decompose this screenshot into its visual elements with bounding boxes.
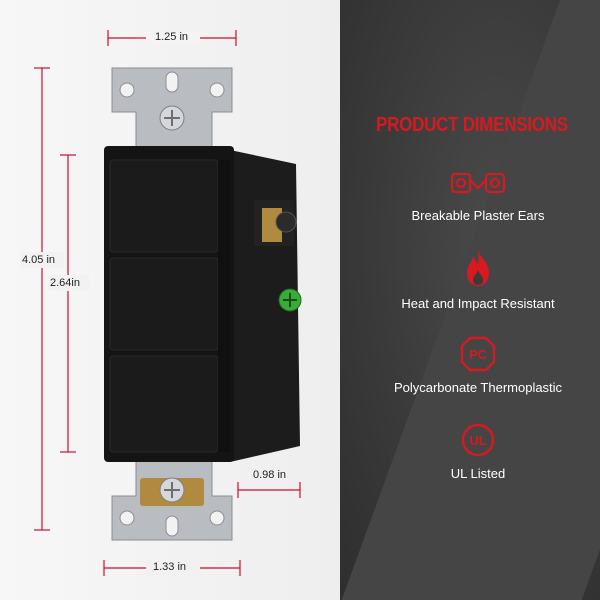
feature-label: Heat and Impact Resistant (401, 296, 555, 311)
top-width-label: 1.25 in (155, 31, 189, 43)
feature-breakable-plaster-ears: Breakable Plaster Ears (360, 168, 596, 223)
bottom-mounting-strap (111, 457, 233, 541)
panel-heading: PRODUCT DIMENSIONS (376, 114, 568, 136)
switch-front-body (104, 146, 234, 462)
total-height-label: 4.05 in (22, 254, 56, 266)
plaster-ears-icon (450, 172, 506, 194)
feature-ul-listed: UL UL Listed (360, 422, 596, 481)
top-mounting-strap (111, 67, 233, 151)
feature-polycarbonate: PC Polycarbonate Thermoplastic (360, 336, 596, 395)
pc-icon-text: PC (469, 347, 488, 362)
feature-label: UL Listed (450, 466, 506, 481)
ul-icon-text: UL (469, 433, 486, 448)
flame-icon (467, 250, 489, 286)
switch-side-body (230, 150, 302, 462)
ul-icon: UL (461, 423, 495, 457)
pc-icon: PC (460, 336, 496, 372)
depth-label: 0.98 in (253, 469, 287, 481)
feature-label: Polycarbonate Thermoplastic (393, 380, 563, 395)
dimension-lines (34, 30, 302, 576)
feature-heat-impact-resistant: Heat and Impact Resistant (360, 248, 596, 311)
product-image-panel: 1.25 in 4.05 in 2.64in 0.98 in 1.33 in (0, 0, 340, 600)
bottom-width-label: 1.33 in (153, 561, 187, 573)
features-panel (340, 0, 600, 600)
feature-label: Breakable Plaster Ears (411, 208, 545, 223)
body-height-label: 2.64in (50, 277, 80, 289)
